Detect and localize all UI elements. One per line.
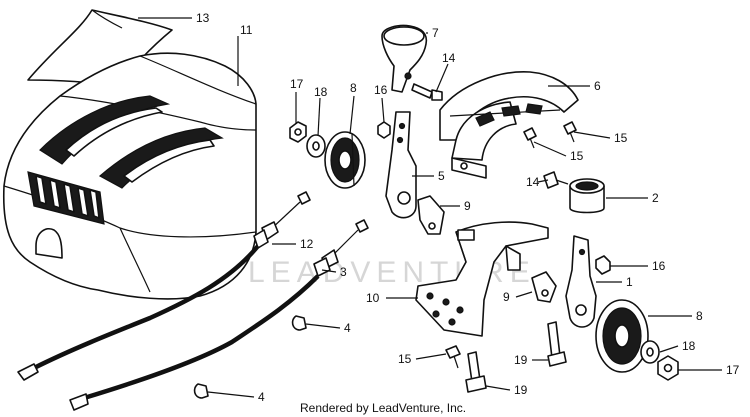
- callout-7: 7: [432, 26, 439, 40]
- callout-9-upper: 9: [464, 199, 471, 213]
- callout-18-left: 18: [314, 85, 328, 99]
- callout-18-right: 18: [682, 339, 696, 353]
- callout-2: 2: [652, 191, 659, 205]
- callout-11: 11: [240, 23, 253, 37]
- callout-8-right: 8: [696, 309, 703, 323]
- callout-8-left: 8: [350, 81, 357, 95]
- credit-line: Rendered by LeadVenture, Inc.: [300, 401, 466, 415]
- callout-5: 5: [438, 169, 445, 183]
- callout-17-left: 17: [290, 77, 304, 91]
- part-16-nut-left: [377, 121, 391, 139]
- callout-13: 13: [196, 11, 210, 25]
- callout-4-upper: 4: [344, 321, 351, 335]
- callout-1: 1: [626, 275, 633, 289]
- callout-14-lower: 14: [526, 175, 540, 189]
- part-6-guide: [439, 71, 579, 179]
- part-19-bolt-b: [465, 351, 487, 393]
- part-16-nut-right: [595, 255, 611, 275]
- cover-vent-grille: [27, 171, 105, 225]
- part-15-screw-b: [563, 121, 577, 143]
- callout-19-a: 19: [514, 353, 528, 367]
- part-4-clip-lower: [193, 383, 209, 399]
- part-3-cable: [69, 219, 369, 411]
- part-15-screw-c: [445, 345, 461, 369]
- callout-6: 6: [594, 79, 601, 93]
- callout-15-c: 15: [398, 352, 412, 366]
- part-7-knob: [381, 24, 428, 93]
- leader-lines: [138, 17, 722, 398]
- callout-12: 12: [300, 237, 314, 251]
- part-9-plate-lower: [531, 271, 557, 303]
- part-12-cable: [17, 191, 311, 381]
- callout-16-left: 16: [374, 83, 388, 97]
- part-4-clip-upper: [291, 315, 307, 331]
- callout-15-b: 15: [570, 149, 584, 163]
- callout-9-lower: 9: [503, 290, 510, 304]
- part-9-plate-upper: [417, 195, 445, 235]
- part-17-nut-left: [289, 121, 307, 143]
- part-1-lever: [565, 235, 597, 328]
- part-15-screw-a: [523, 127, 537, 149]
- part-17-nut-right: [657, 355, 679, 381]
- callout-15-a: 15: [614, 131, 628, 145]
- callout-14-upper: 14: [442, 51, 456, 65]
- callout-16-right: 16: [652, 259, 666, 273]
- callout-labels: 13 11 17 18 8 16 7 14 6 15 15 5 14 2 9 1…: [196, 11, 740, 404]
- part-18-washer-right: [640, 340, 660, 364]
- callout-10: 10: [366, 291, 380, 305]
- part-19-bolt-a: [547, 321, 567, 367]
- part-14-bolt-upper: [411, 83, 443, 101]
- callout-4-lower: 4: [258, 390, 265, 404]
- part-11-cover: [2, 52, 257, 300]
- part-8-pulley-right: [595, 299, 649, 373]
- part-18-washer-left: [306, 134, 326, 158]
- part-8-pulley-left: [324, 131, 366, 189]
- part-14-bolt-lower: [543, 171, 569, 189]
- callout-3: 3: [340, 265, 347, 279]
- callout-17-right: 17: [726, 363, 740, 377]
- part-2-collar: [569, 178, 605, 214]
- part-5-lever: [385, 111, 417, 219]
- callout-19-b: 19: [514, 383, 528, 397]
